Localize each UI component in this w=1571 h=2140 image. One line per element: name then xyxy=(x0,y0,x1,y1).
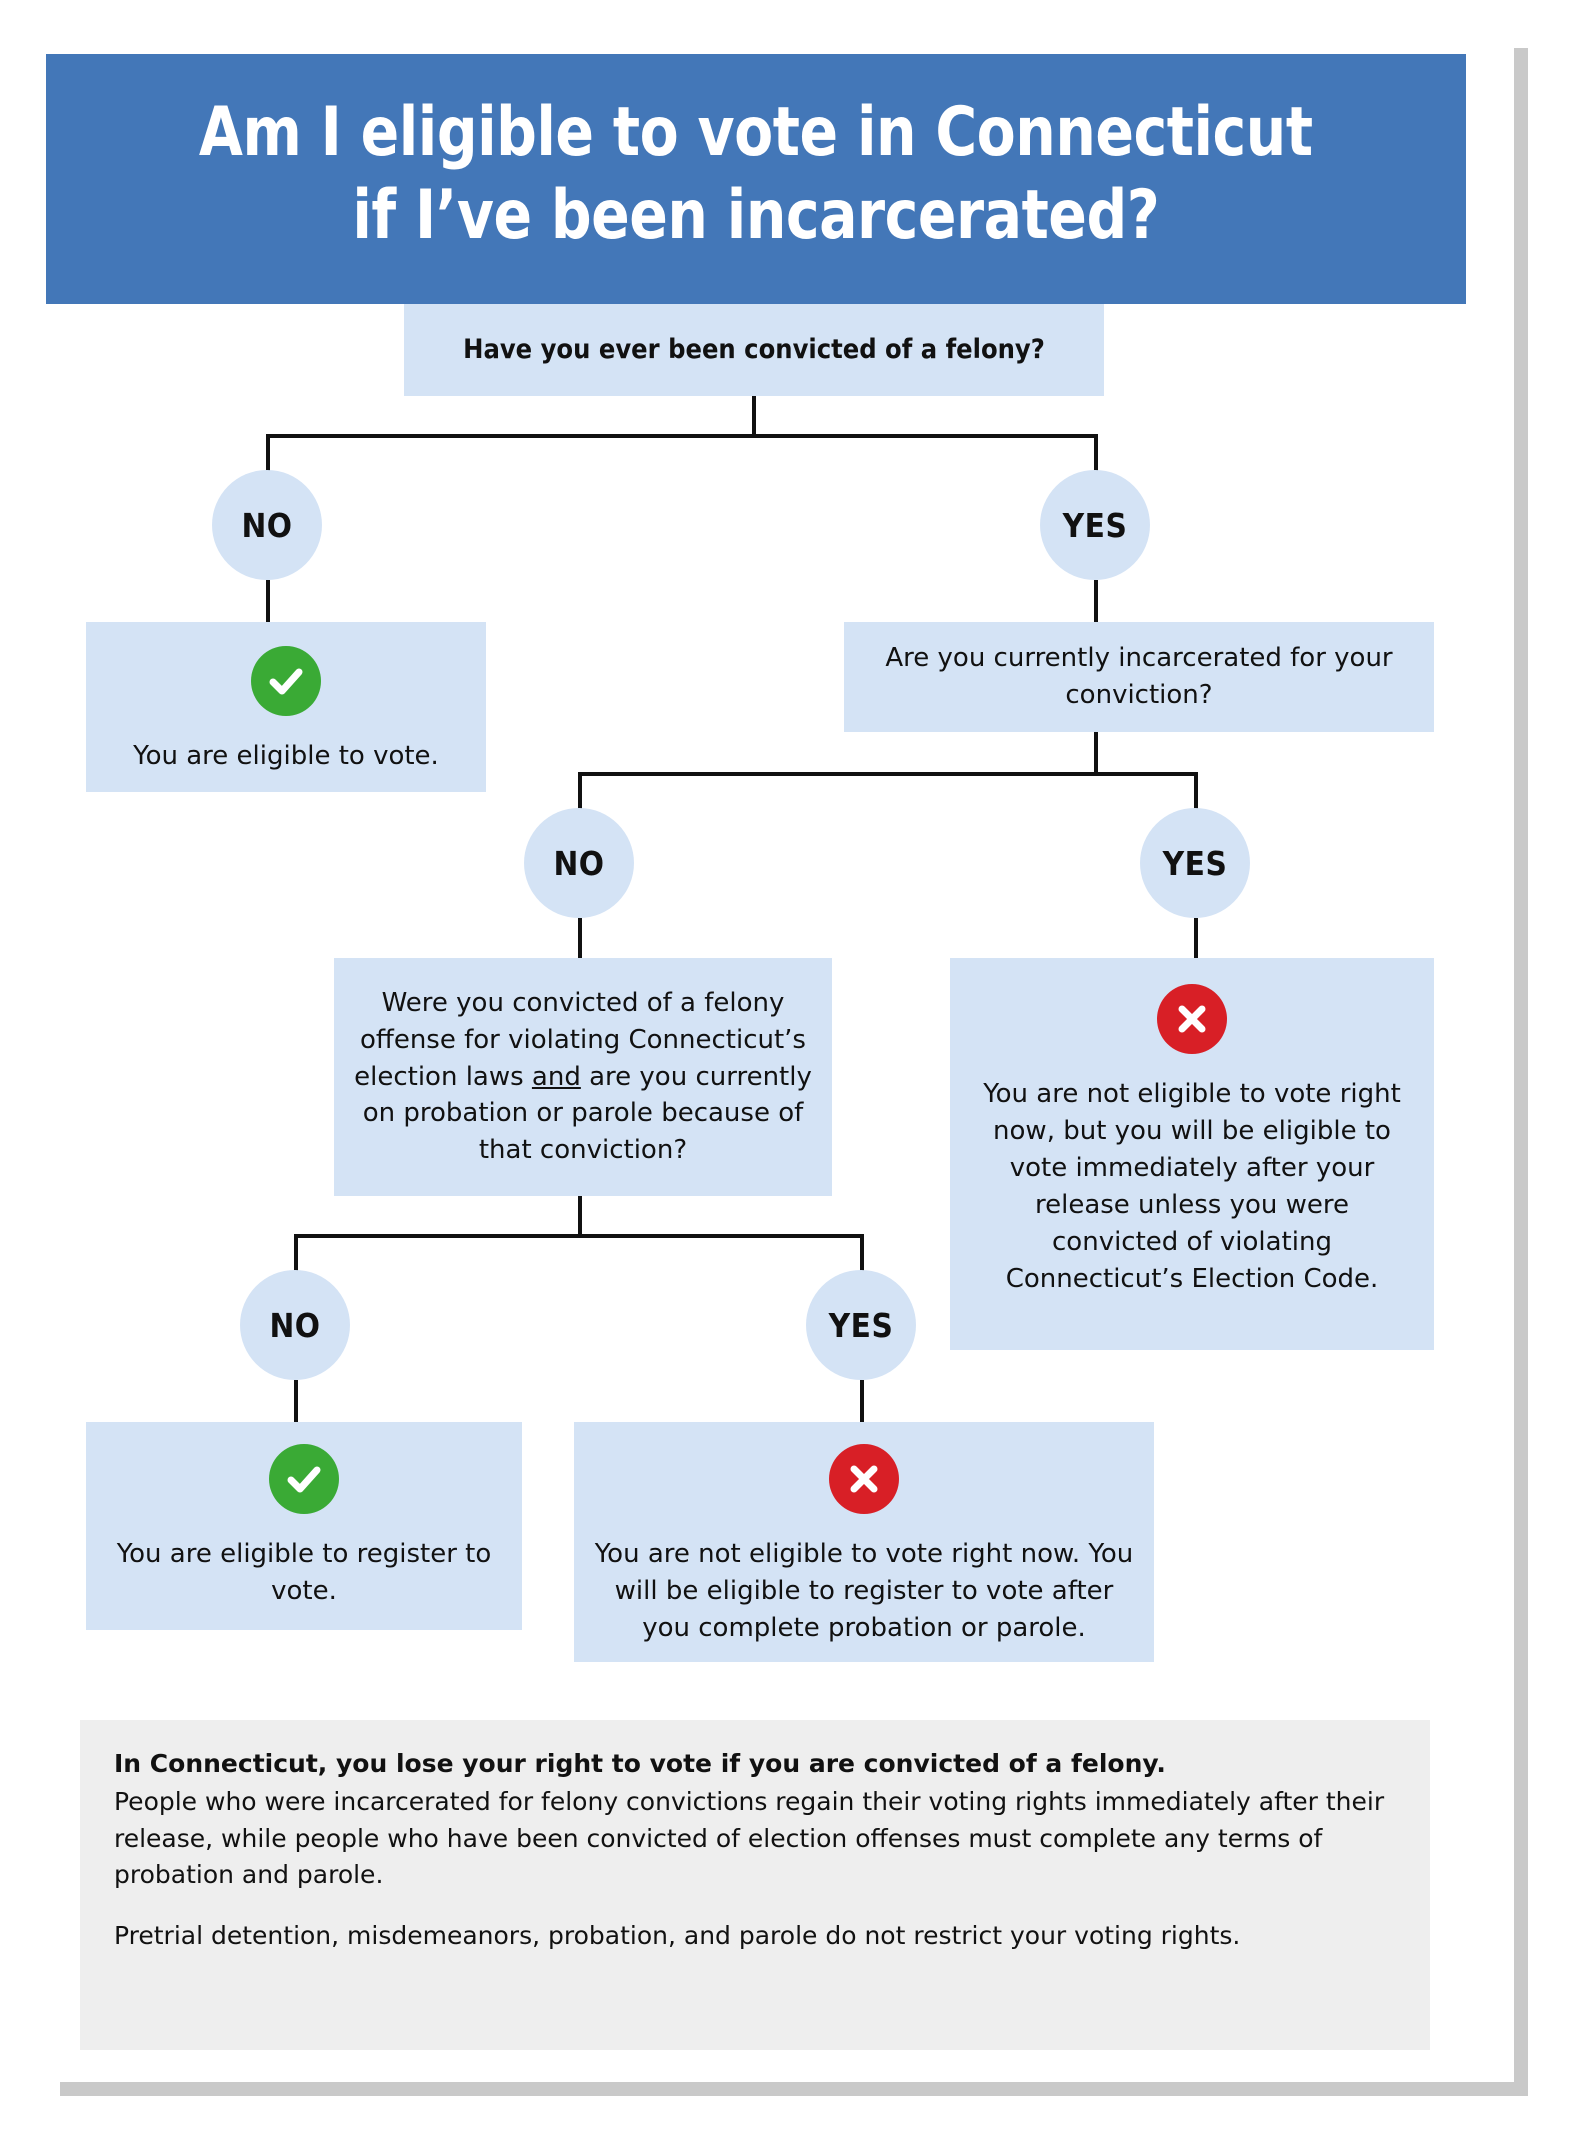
connector-q3-to-yes xyxy=(860,1234,864,1272)
result-text-eligible-to-register: You are eligible to register to vote. xyxy=(116,1539,492,1606)
answer-circle-q2-no: NO xyxy=(524,808,634,918)
answer-label-no: NO xyxy=(241,505,293,545)
connector-q2-down xyxy=(1094,732,1098,774)
answer-circle-q2-yes: YES xyxy=(1140,808,1250,918)
connector-no-to-eligible xyxy=(266,580,270,622)
connector-q3no-to-result xyxy=(294,1380,298,1422)
answer-circle-q3-no: NO xyxy=(240,1270,350,1380)
check-circle-icon xyxy=(251,646,321,716)
answer-label-yes: YES xyxy=(1162,843,1228,883)
x-circle-icon xyxy=(1157,984,1227,1054)
result-box-not-eligible-incarcerated: You are not eligible to vote right now, … xyxy=(950,958,1434,1350)
connector-q2-to-no xyxy=(578,772,582,810)
answer-label-yes: YES xyxy=(1062,505,1128,545)
answer-circle-q3-yes: YES xyxy=(806,1270,916,1380)
footer-lead-text: In Connecticut, you lose your right to v… xyxy=(114,1749,1166,1778)
result-box-not-eligible-until-parole-complete: You are not eligible to vote right now. … xyxy=(574,1422,1154,1662)
connector-q3yes-to-result xyxy=(860,1380,864,1422)
question-box-election-law-felony: Were you convicted of a felony offense f… xyxy=(334,958,832,1196)
footer-paragraph-1: People who were incarcerated for felony … xyxy=(114,1787,1385,1890)
connector-q3-split xyxy=(294,1234,864,1238)
page-title-line-1: Am I eligible to vote in Connecticut xyxy=(199,93,1313,173)
header-banner: Am I eligible to vote in Connecticut if … xyxy=(46,54,1466,304)
footer-paragraph-2: Pretrial detention, misdemeanors, probat… xyxy=(114,1920,1241,1950)
question-2-text: Are you currently incarcerated for your … xyxy=(885,643,1393,710)
check-circle-icon xyxy=(269,1444,339,1514)
question-3-part-2: are you currently on probation or parole… xyxy=(362,1061,812,1166)
result-text-not-eligible-until-parole-complete: You are not eligible to vote right now. … xyxy=(594,1539,1134,1643)
connector-q2yes-to-result xyxy=(1194,918,1198,958)
x-circle-icon xyxy=(829,1444,899,1514)
flowchart: Have you ever been convicted of a felony… xyxy=(46,304,1514,1724)
result-box-eligible-to-register: You are eligible to register to vote. xyxy=(86,1422,522,1630)
connector-q3-down xyxy=(578,1196,582,1236)
answer-label-yes: YES xyxy=(828,1305,894,1345)
connector-q1-to-yes xyxy=(1094,434,1098,472)
question-3-part-1: Were you convicted of a felony offense f… xyxy=(354,987,806,1092)
result-text-eligible-to-vote: You are eligible to vote. xyxy=(133,741,439,771)
connector-q1-split xyxy=(266,434,1098,438)
infographic-card: Am I eligible to vote in Connecticut if … xyxy=(46,34,1514,2082)
answer-label-no: NO xyxy=(553,843,605,883)
answer-label-no: NO xyxy=(269,1305,321,1345)
result-box-eligible-to-vote: You are eligible to vote. xyxy=(86,622,486,792)
question-box-felony-conviction: Have you ever been convicted of a felony… xyxy=(404,304,1104,396)
question-box-currently-incarcerated: Are you currently incarcerated for your … xyxy=(844,622,1434,732)
connector-q2-to-yes xyxy=(1194,772,1198,810)
connector-yes-to-q2 xyxy=(1094,580,1098,622)
connector-q1-down xyxy=(752,396,756,436)
question-3-text: Were you convicted of a felony offense f… xyxy=(334,985,832,1170)
connector-q3-to-no xyxy=(294,1234,298,1272)
connector-q2no-to-q3 xyxy=(578,918,582,958)
footer-note: In Connecticut, you lose your right to v… xyxy=(80,1720,1430,2050)
connector-q2-split xyxy=(578,772,1198,776)
question-3-emphasis: and xyxy=(531,1061,581,1092)
connector-q1-to-no xyxy=(266,434,270,472)
question-1-text: Have you ever been convicted of a felony… xyxy=(463,333,1045,365)
answer-circle-q1-yes: YES xyxy=(1040,470,1150,580)
result-text-not-eligible-incarcerated: You are not eligible to vote right now, … xyxy=(983,1079,1401,1294)
answer-circle-q1-no: NO xyxy=(212,470,322,580)
page-title-line-2: if I’ve been incarcerated? xyxy=(352,176,1160,255)
